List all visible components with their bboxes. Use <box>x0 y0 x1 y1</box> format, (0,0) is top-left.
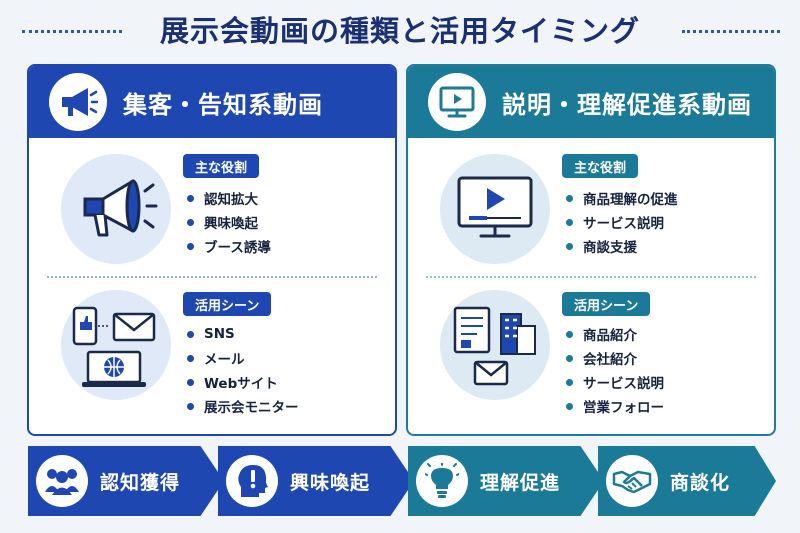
devices-illustration-icon <box>61 290 171 400</box>
flow-step-deal: 商談化 <box>598 446 776 516</box>
explainer-video-card: 説明・理解促進系動画 主な役割 商品理解の促進 サービス説明 商談支援 <box>406 64 776 436</box>
role-label: 主な役割 <box>183 154 260 178</box>
list-item: SNS <box>187 322 299 346</box>
scene-label: 活用シーン <box>183 292 272 316</box>
promo-card-title: 集客・告知系動画 <box>123 90 323 119</box>
divider <box>426 276 756 278</box>
video-monitor-icon <box>428 73 486 131</box>
flow-step-understanding: 理解促進 <box>408 446 604 516</box>
list-item: サービス説明 <box>566 370 664 394</box>
flow-step-label: 興味喚起 <box>290 471 371 494</box>
title-dots-left <box>22 30 122 33</box>
promo-roles-section: 主な役割 認知拡大 興味喚起 ブース誘導 <box>29 148 395 268</box>
list-item: 展示会モニター <box>187 394 299 418</box>
list-item: Webサイト <box>187 370 299 394</box>
flow-step-label: 商談化 <box>670 471 731 494</box>
list-item: 商品理解の促進 <box>566 186 678 210</box>
explainer-card-header: 説明・理解促進系動画 <box>408 66 774 138</box>
explainer-roles-section: 主な役割 商品理解の促進 サービス説明 商談支援 <box>408 148 774 268</box>
promo-scene-list: SNS メール Webサイト 展示会モニター <box>187 322 299 418</box>
explainer-scenes-section: 活用シーン 商品紹介 会社紹介 サービス説明 営業フォロー <box>408 288 774 416</box>
document-building-illustration-icon <box>440 290 550 400</box>
lightbulb-icon <box>416 455 468 507</box>
promo-video-card: 集客・告知系動画 主な役割 認知拡大 興味喚起 ブース誘導 <box>27 64 397 436</box>
list-item: 商品紹介 <box>566 322 664 346</box>
handshake-icon <box>606 455 658 507</box>
list-item: 会社紹介 <box>566 346 664 370</box>
megaphone-illustration-icon <box>61 154 171 264</box>
scene-label: 活用シーン <box>562 292 651 316</box>
video-player-illustration-icon <box>440 154 550 264</box>
list-item: ブース誘導 <box>187 234 271 258</box>
promo-role-list: 認知拡大 興味喚起 ブース誘導 <box>187 186 271 258</box>
list-item: メール <box>187 346 299 370</box>
explainer-card-title: 説明・理解促進系動画 <box>502 90 752 119</box>
title-dots-right <box>682 30 780 33</box>
people-icon <box>36 455 88 507</box>
list-item: 興味喚起 <box>187 210 271 234</box>
head-exclamation-icon <box>226 455 278 507</box>
promo-scenes-section: 活用シーン SNS メール Webサイト 展示会モニター <box>29 288 395 416</box>
explainer-scene-list: 商品紹介 会社紹介 サービス説明 営業フォロー <box>566 322 664 418</box>
list-item: 認知拡大 <box>187 186 271 210</box>
flow-step-label: 理解促進 <box>480 471 561 494</box>
list-item: サービス説明 <box>566 210 678 234</box>
title-bar: 展示会動画の種類と活用タイミング <box>0 6 800 52</box>
list-item: 商談支援 <box>566 234 678 258</box>
flow-step-awareness: 認知獲得 <box>28 446 224 516</box>
list-item: 営業フォロー <box>566 394 664 418</box>
divider <box>47 276 377 278</box>
megaphone-icon <box>49 73 107 131</box>
flow-step-label: 認知獲得 <box>100 471 181 494</box>
explainer-role-list: 商品理解の促進 サービス説明 商談支援 <box>566 186 678 258</box>
role-label: 主な役割 <box>562 154 639 178</box>
page-title: 展示会動画の種類と活用タイミング <box>159 14 640 48</box>
flow-step-interest: 興味喚起 <box>218 446 414 516</box>
promo-card-header: 集客・告知系動画 <box>29 66 395 138</box>
